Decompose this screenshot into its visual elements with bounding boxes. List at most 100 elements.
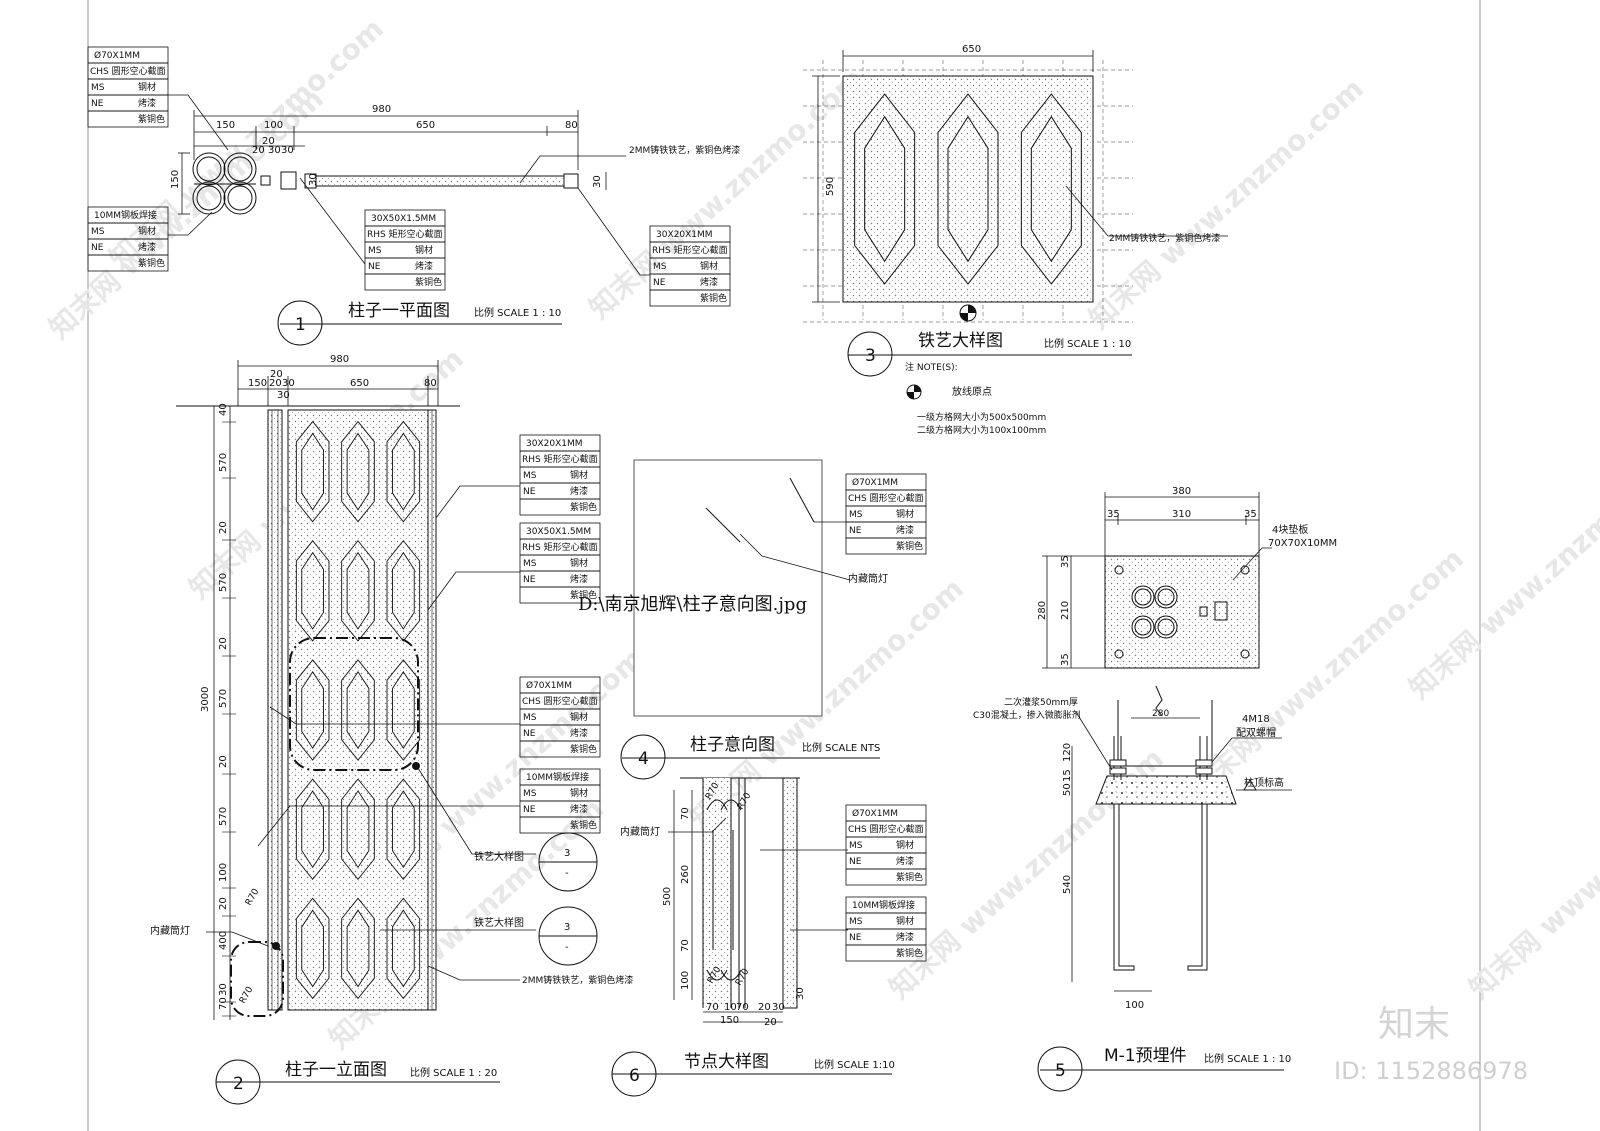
node-bottom-dim: 20 [764,1017,777,1028]
detail-ref-2-num: 3 [564,922,570,933]
tag-value: 紫铜色 [700,292,727,304]
elev-left-dim: 570 [218,689,229,708]
tag-value: 紫铜色 [570,743,597,755]
origin-symbol [959,304,977,322]
tag-value: 钢材 [570,469,588,481]
detail-ref-2-label: 铁艺大样图 [474,916,524,929]
plan-dim-650: 650 [416,120,435,131]
plan-dim-150v: 150 [170,170,181,189]
elevation-view: 980 20 150 20 30 650 80 30 4057020570205… [150,354,633,1105]
plan-dim-30v2: 30 [592,175,603,188]
embed-dim-35c: 35 [1060,555,1071,568]
embed-view: 380 35 310 35 35 280 210 35 4块垫板 70X70X1… [973,486,1337,1092]
brand-watermark: 知末 [1378,1004,1450,1045]
tag-code: NE [91,243,104,253]
elev-view-title: 柱子一立面图 [285,1060,387,1080]
detail-ref-2 [538,906,598,966]
missing-image-path: D:\南京旭辉\柱子意向图.jpg [578,594,807,615]
tag-value: 钢材 [138,225,156,237]
tag-value: 紫铜色 [570,589,597,601]
detail-ref-1-sub: - [565,868,569,879]
tag-code: MS [368,246,382,256]
plan-dim-30b: 30 [281,145,294,156]
tag-title: Ø70X1MM [852,477,898,488]
id-label: ID: 1152886978 [1334,1057,1528,1085]
detail-ref-1 [538,832,598,892]
embed-dim-35d: 35 [1060,653,1071,666]
embed-bottom-100: 100 [1125,1000,1144,1011]
tag-section: CHS 圆形空心截面 [848,492,924,504]
tag-title: 10MM钢板焊接 [94,209,157,221]
plan-dim-980: 980 [372,104,391,115]
node-light-label: 内藏筒灯 [620,825,660,838]
tag-code: MS [849,917,863,927]
tag-value: 紫铜色 [570,501,597,513]
node-left-dim: 70 [680,807,691,820]
tag-value: 烤漆 [415,260,433,272]
tag-title: 30X50X1.5MM [371,214,436,224]
tag-code: NE [849,526,862,536]
embed-dim-35b: 35 [1244,509,1257,520]
plan-note: 2MM铸铁铁艺，紫铜色烤漆 [629,144,740,156]
elev-left-dim: 20 [218,755,229,768]
elev-r70-bot: R70 [238,985,256,1006]
watermark-text: 知末网 www.znzmo.com [1083,72,1370,335]
tag-value: 钢材 [570,787,588,799]
node-left-dim: 500 [662,887,673,906]
tag-code: NE [653,278,666,288]
node-view-number: 6 [629,1066,640,1086]
embed-grout1: 二次灌浆50mm厚 [1004,696,1078,708]
node-bottom-dim: 20 [758,1002,771,1013]
embed-dim-280: 280 [1037,601,1048,620]
embed-dim-210: 210 [1060,601,1071,620]
embed-pad-label: 4块垫板 [1272,523,1308,536]
embed-view-title: M-1预埋件 [1104,1046,1187,1066]
tag-code: MS [91,83,105,93]
tag-code: NE [523,805,536,815]
elev-top-980: 980 [330,354,349,365]
iron-note: 2MM铸铁铁艺，紫铜色烤漆 [1109,232,1220,244]
tag-code: MS [849,841,863,851]
elev-r70-top: R70 [244,887,262,908]
embed-grout2: C30混凝土，掺入微膨胀剂 [973,709,1081,721]
embed-sec-120: 120 [1062,743,1073,762]
node-side-dim: 30 [795,987,806,1000]
tag-section: RHS 矩形空心截面 [652,244,728,256]
sheet-frame [87,0,1481,1131]
elev-top-80: 80 [424,378,437,389]
plan-dim-30v: 30 [308,173,319,186]
img-light-label: 内藏筒灯 [848,572,888,585]
elev-left-dim: 40 [218,403,229,416]
plan-dim-150: 150 [216,120,235,131]
tag-code: MS [523,471,537,481]
tag-value: 烤漆 [896,524,914,536]
elev-left-dim: 570 [218,573,229,592]
tag-value: 紫铜色 [138,113,165,125]
tag-title: Ø70X1MM [94,50,140,61]
elev-left-dim: 30 [218,983,229,996]
embed-dim-380: 380 [1172,486,1191,497]
node-bottom-dim: 10 [724,1002,737,1013]
elev-left-dim: 570 [218,453,229,472]
plan-view-number: 1 [295,315,306,335]
elev-top-20: 20 [270,369,283,380]
tag-code: NE [523,729,536,739]
tag-value: 烤漆 [138,97,156,109]
elev-left-dim: 20 [218,521,229,534]
tag-code: NE [91,99,104,109]
tag-value: 钢材 [896,915,914,927]
tag-value: 钢材 [570,711,588,723]
node-bottom-dim: 150 [720,1015,739,1026]
detail-ref-1-num: 3 [564,848,570,859]
node-bottom-dim: 70 [736,1002,749,1013]
node-r70-d: R70 [734,967,752,988]
tag-code: NE [849,933,862,943]
tag-value: 紫铜色 [415,276,442,288]
elev-note: 2MM铸铁铁艺，紫铜色烤漆 [522,974,633,986]
elev-light-label: 内藏筒灯 [150,924,190,937]
